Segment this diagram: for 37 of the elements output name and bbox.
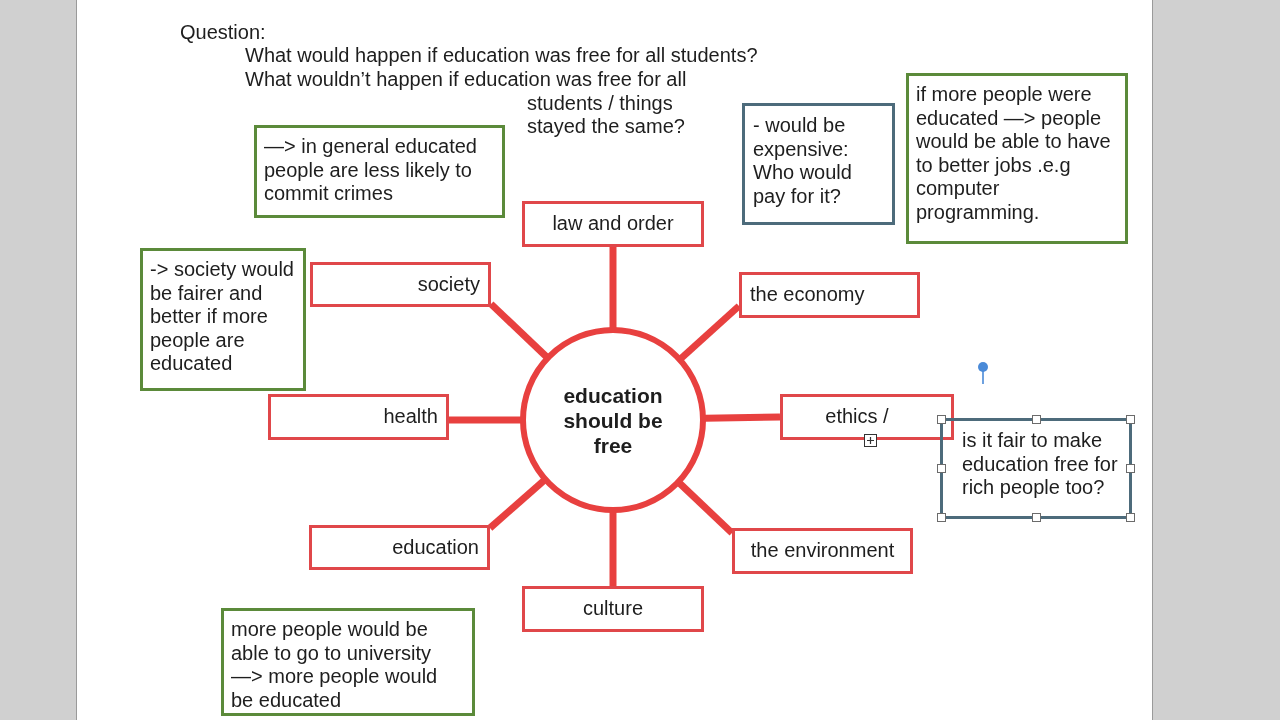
note-box: [140, 248, 306, 391]
topic-box: [732, 528, 913, 574]
note-box: [906, 73, 1128, 244]
topic-label: health: [383, 405, 438, 429]
note-text: is it fair to make education free for rich people too?: [962, 429, 1119, 500]
topic-label: law and order: [552, 212, 674, 236]
note-text: - would be expensive: Who would pay for it?: [753, 114, 853, 208]
topic-box: [739, 272, 920, 318]
topic-box: [268, 394, 449, 440]
topic-label: culture: [583, 597, 643, 621]
topic-label: the environment: [750, 539, 895, 563]
note-box: [742, 103, 895, 225]
connector-line: [609, 247, 617, 328]
topic-box: [522, 586, 704, 632]
note-text: if more people were educated —> people would be able to have to better jobs .e.g computer programming.: [916, 83, 1112, 224]
topic-box: [309, 525, 490, 570]
question-text: What would happen if education was free for all students?: [245, 44, 758, 68]
note-text: —> in general educated people are less likely to commit crimes: [264, 135, 478, 206]
note-box: [254, 125, 505, 218]
connector-line: [487, 478, 547, 531]
topic-label: education: [392, 535, 479, 560]
note-box: [221, 608, 475, 716]
topic-label: society: [417, 272, 480, 297]
note-text: more people would be able to go to university —> more people would be educated: [231, 618, 439, 712]
connector-line: [449, 416, 521, 424]
connector-line: [677, 480, 735, 536]
connector-line: [609, 512, 617, 586]
topic-box: [780, 394, 954, 440]
connector-line: [488, 301, 549, 360]
question-heading: Question:: [180, 21, 266, 45]
topic-label: ethics /: [825, 405, 889, 429]
note-text: -> society would be fairer and better if more people are educated: [150, 258, 295, 376]
topic-box: [310, 262, 491, 307]
center-label: education should be free: [562, 382, 664, 458]
topic-box: [522, 201, 704, 247]
topic-label: the economy: [750, 283, 865, 307]
question-text: What wouldn’t happen if education was free for all students / things stayed the same?: [245, 68, 688, 138]
